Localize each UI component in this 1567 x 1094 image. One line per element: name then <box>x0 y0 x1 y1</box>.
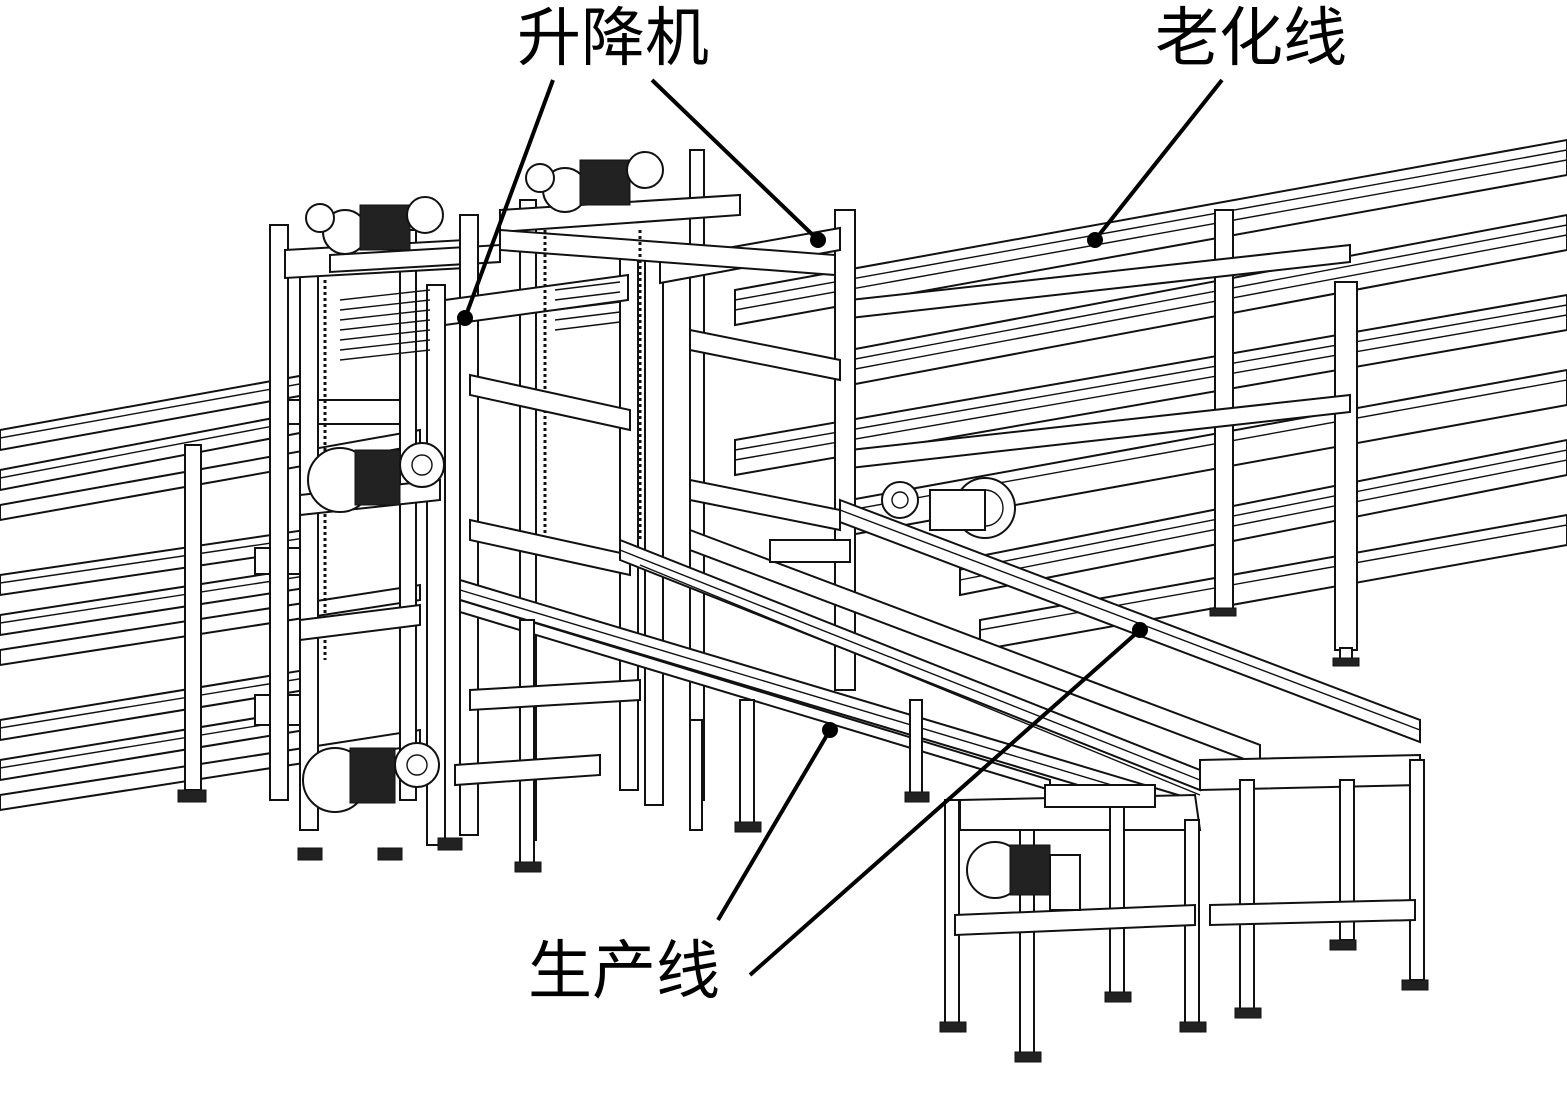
top-motor-left <box>305 196 444 255</box>
production-line-leader-right-dot <box>1132 622 1148 638</box>
production-line-label: 生产线 <box>528 935 720 1009</box>
production-line-conveyor <box>454 498 1429 1063</box>
aging-line-leader-dot <box>1087 232 1103 248</box>
aging-line-conveyor <box>734 138 1567 667</box>
left-drive-motor-lower <box>302 742 440 813</box>
aging-line-leader <box>1093 78 1224 242</box>
aging-line-label: 老化线 <box>1155 2 1347 76</box>
left-conveyor-lines <box>0 373 421 812</box>
top-motor-right <box>525 151 664 213</box>
callout-leaders <box>457 78 1224 977</box>
lift-frame-right <box>444 149 856 841</box>
lift-leader-left <box>463 79 555 319</box>
lift-leader-right-dot <box>810 232 826 248</box>
production-line-leader-left-dot <box>822 722 838 738</box>
production-line-leader-right <box>748 628 1142 977</box>
lift-label: 升降机 <box>517 2 709 76</box>
production-line-leader-left <box>716 728 832 922</box>
lift-leader-right <box>650 78 820 242</box>
lift-leader-left-dot <box>457 310 473 326</box>
left-drive-motor-upper <box>307 442 445 513</box>
